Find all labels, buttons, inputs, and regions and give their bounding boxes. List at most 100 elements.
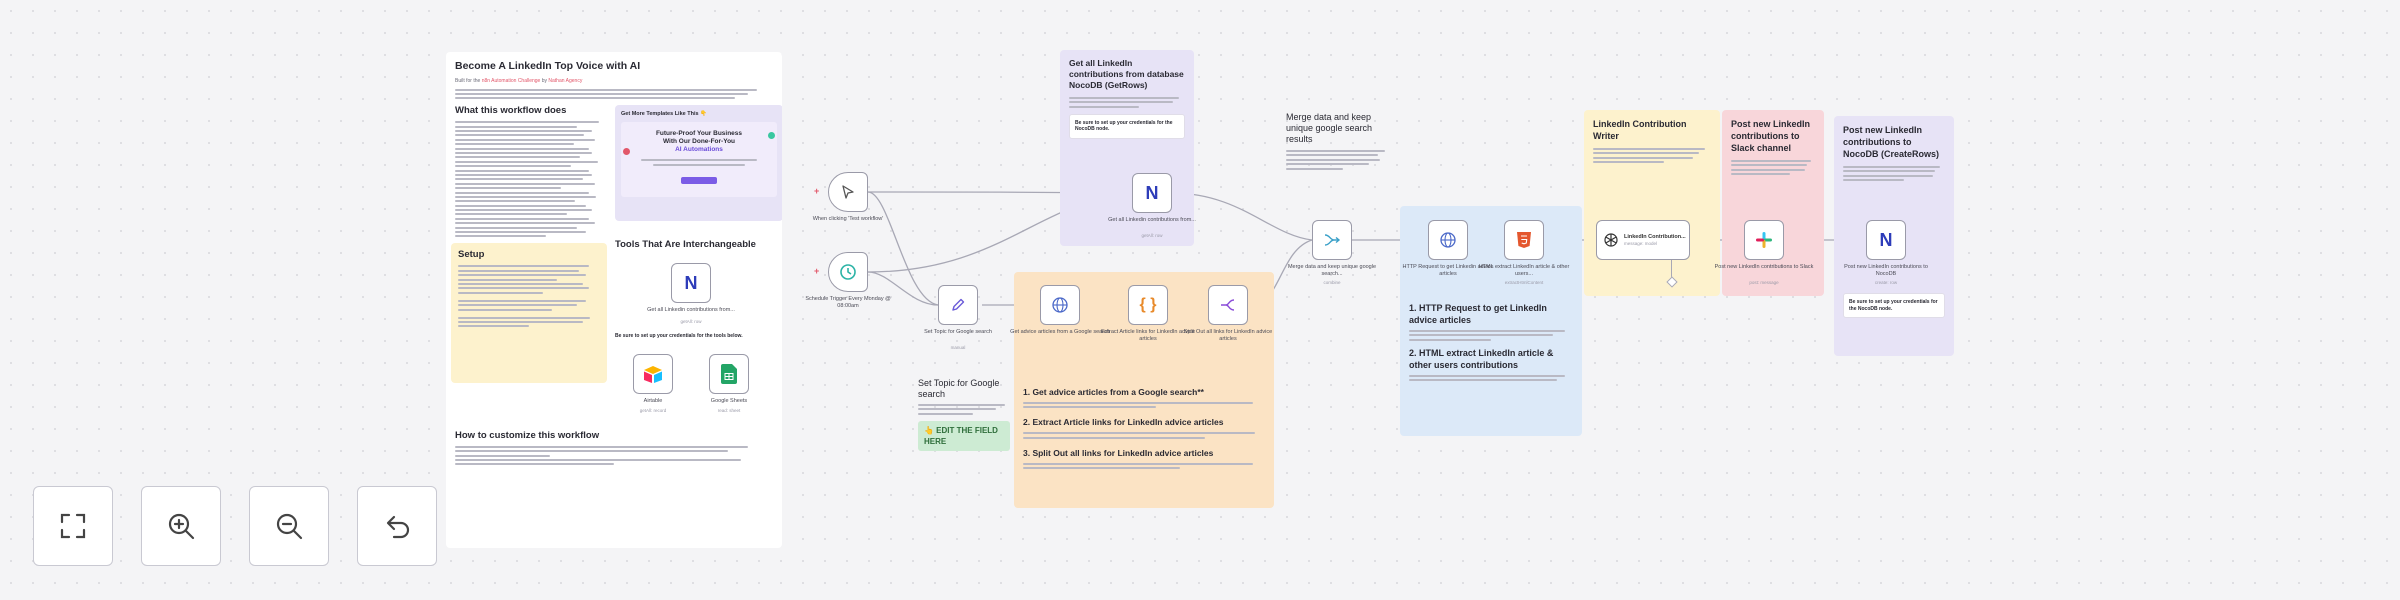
green-dot-icon <box>768 132 775 140</box>
main-description-note[interactable]: Become A LinkedIn Top Voice with AI Buil… <box>446 52 782 548</box>
writer-note[interactable]: LinkedIn Contribution Writer <box>1584 110 1720 296</box>
nocodb-get-warning: Be sure to set up your credentials for t… <box>1069 113 1185 139</box>
clock-icon <box>840 264 856 280</box>
slack-node[interactable] <box>1744 220 1784 260</box>
zoom-in-icon <box>168 513 195 540</box>
tools-nocodb-node[interactable]: N <box>671 263 711 304</box>
nocodb-icon: N <box>1145 182 1159 203</box>
split-out-label: Split Out all links for LinkedIn advice … <box>1183 329 1273 342</box>
slack-sub: post: message <box>1749 280 1779 285</box>
extract-links-label: Extract Article links for LinkedIn advic… <box>1101 329 1195 342</box>
tools-warning: Be sure to set up your credentials for t… <box>615 333 743 340</box>
tools-nocodb-label: Get all Linkedin contributions from... <box>647 307 735 314</box>
main-note-title: Become A LinkedIn Top Voice with AI <box>455 60 641 72</box>
edit-field-badge: 👆 EDIT THE FIELD HERE <box>918 420 1010 451</box>
intro-text <box>455 88 773 100</box>
merge-note[interactable]: Merge data and keep unique google search… <box>1286 112 1390 176</box>
airtable-sub: getAll: record <box>639 407 667 413</box>
set-topic-sub: manual <box>950 345 966 350</box>
nocodb-get-title: Get all LinkedIn contributions from data… <box>1069 58 1184 90</box>
merge-icon <box>1324 234 1341 246</box>
slack-note-title: Post new LinkedIn contributions to Slack… <box>1731 119 1811 153</box>
nocodb-icon: N <box>684 272 698 293</box>
airtable-label: Airtable <box>643 397 663 404</box>
author-link[interactable]: Nathan Agency <box>548 78 583 84</box>
challenge-link[interactable]: n8n Automation Challenge <box>481 78 541 84</box>
setup-section: Setup <box>451 243 607 384</box>
nocodb-create-label: Post new LinkedIn contributions to NocoD… <box>1844 264 1928 277</box>
writer-node-sub: message: model <box>1624 241 1658 246</box>
extract-links-node[interactable]: { } <box>1128 285 1168 325</box>
http-step2-title: 2. HTML extract LinkedIn article & other… <box>1409 347 1554 370</box>
schedule-trigger-label: Schedule Trigger Every Monday @ 08:00am <box>805 296 891 309</box>
nocodb-create-sub: create: row <box>1874 280 1898 285</box>
http-step1-title: 1. HTTP Request to get LinkedIn advice a… <box>1409 303 1547 325</box>
zoom-in-button[interactable] <box>141 486 221 566</box>
split-out-node[interactable] <box>1208 285 1248 325</box>
set-topic-note[interactable]: Set Topic for Google search 👆 EDIT THE F… <box>918 378 1010 451</box>
split-icon <box>1221 299 1235 311</box>
what-section-title: What this workflow does <box>455 105 567 117</box>
google-sheets-node[interactable] <box>709 353 749 394</box>
search-step1-title: 1. Get advice articles from a Google sea… <box>1023 387 1204 397</box>
templates-card-title: Get More Templates Like This 👇 <box>621 111 707 118</box>
google-search-label: Get advice articles from a Google search <box>1010 329 1110 335</box>
google-sheets-icon <box>721 363 737 384</box>
html-icon <box>1517 232 1531 248</box>
tools-title: Tools That Are Interchangeable <box>615 239 756 251</box>
manual-trigger-label: When clicking 'Test workflow' <box>812 216 884 222</box>
cursor-icon <box>842 185 854 199</box>
red-dot-icon <box>623 148 630 156</box>
templates-card[interactable]: Get More Templates Like This 👇 Future-Pr… <box>615 105 782 222</box>
html-extract-sub: extractHtmlContent <box>1504 280 1544 285</box>
nocodb-icon: N <box>1879 229 1893 250</box>
zoom-out-button[interactable] <box>249 486 329 566</box>
nocodb-get-node[interactable]: N <box>1132 173 1172 213</box>
html-extract-node[interactable] <box>1504 220 1544 260</box>
nocodb-create-title: Post new LinkedIn contributions to NocoD… <box>1843 125 1940 159</box>
writer-model-connector[interactable] <box>1671 260 1672 280</box>
fit-to-view-icon <box>60 513 86 539</box>
zoom-out-icon <box>276 513 303 540</box>
add-before-schedule-icon[interactable]: + <box>814 266 820 276</box>
merge-note-title: Merge data and keep unique google search… <box>1286 112 1373 144</box>
fit-to-view-button[interactable] <box>33 486 113 566</box>
manual-trigger-node[interactable] <box>828 172 868 212</box>
merge-label: Merge data and keep unique google search… <box>1287 264 1377 277</box>
nocodb-get-sub: getAll: row <box>1141 233 1163 238</box>
writer-node-title: LinkedIn Contribution... <box>1624 234 1686 240</box>
http-request-node[interactable] <box>1428 220 1468 260</box>
setup-section-title: Setup <box>458 249 485 261</box>
tools-nocodb-sub: getAll: row <box>680 319 702 325</box>
merge-node[interactable] <box>1312 220 1352 260</box>
nocodb-get-label: Get all Linkedin contributions from... <box>1108 217 1196 223</box>
globe-icon <box>1440 232 1456 248</box>
search-step2-title: 2. Extract Article links for LinkedIn ad… <box>1023 417 1224 428</box>
schedule-trigger-node[interactable] <box>828 252 868 292</box>
customize-section-text <box>455 445 773 466</box>
undo-button[interactable] <box>357 486 437 566</box>
templates-banner[interactable]: Future-Proof Your Business With Our Done… <box>621 122 777 197</box>
main-note-byline: Built for the n8n Automation Challenge b… <box>455 78 583 84</box>
set-topic-title: Set Topic for Google search <box>918 378 1000 399</box>
airtable-node[interactable] <box>633 353 673 394</box>
code-braces-icon: { } <box>1139 296 1157 313</box>
google-search-node[interactable] <box>1040 285 1080 325</box>
templates-cta-button[interactable] <box>681 176 717 184</box>
nocodb-create-warning: Be sure to set up your credentials for t… <box>1843 293 1945 319</box>
merge-sub: combine <box>1323 280 1341 285</box>
nocodb-get-note[interactable]: Get all LinkedIn contributions from data… <box>1060 50 1194 246</box>
slack-note[interactable]: Post new LinkedIn contributions to Slack… <box>1722 110 1824 296</box>
search-step3-title: 3. Split Out all links for LinkedIn advi… <box>1023 447 1214 458</box>
add-before-manual-icon[interactable]: + <box>814 186 820 196</box>
google-sheets-sub: read: sheet <box>717 407 741 413</box>
openai-icon <box>1604 233 1618 247</box>
set-topic-label: Set Topic for Google search <box>924 329 992 335</box>
nocodb-create-node[interactable]: N <box>1866 220 1906 260</box>
google-sheets-label: Google Sheets <box>710 397 748 404</box>
pencil-icon <box>952 298 965 311</box>
writer-node[interactable]: LinkedIn Contribution... message: model <box>1596 220 1690 260</box>
set-topic-node[interactable] <box>938 285 978 325</box>
slack-icon <box>1756 232 1772 248</box>
